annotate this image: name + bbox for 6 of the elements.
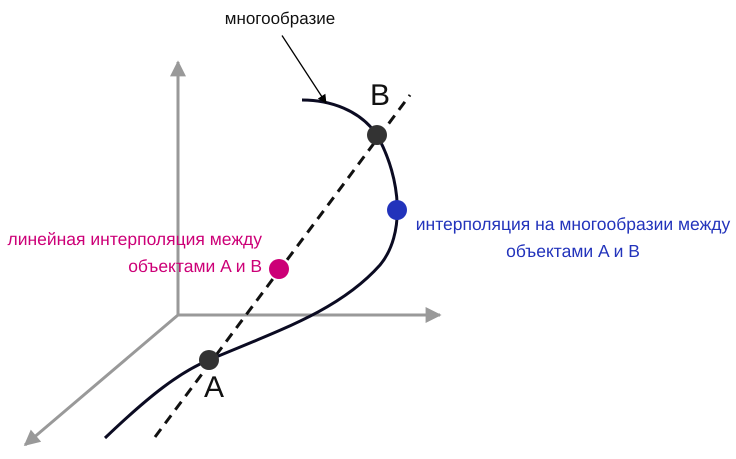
annotation-text: интерполяция на многообразии между объектами A и B	[414, 213, 732, 264]
leader-line	[281, 35, 327, 104]
point-label: B	[368, 78, 391, 114]
annotation-text: линейная интерполяция между объектами A и B	[6, 228, 262, 278]
manifold-label: многообразие	[200, 6, 360, 32]
point-label: A	[202, 370, 225, 406]
